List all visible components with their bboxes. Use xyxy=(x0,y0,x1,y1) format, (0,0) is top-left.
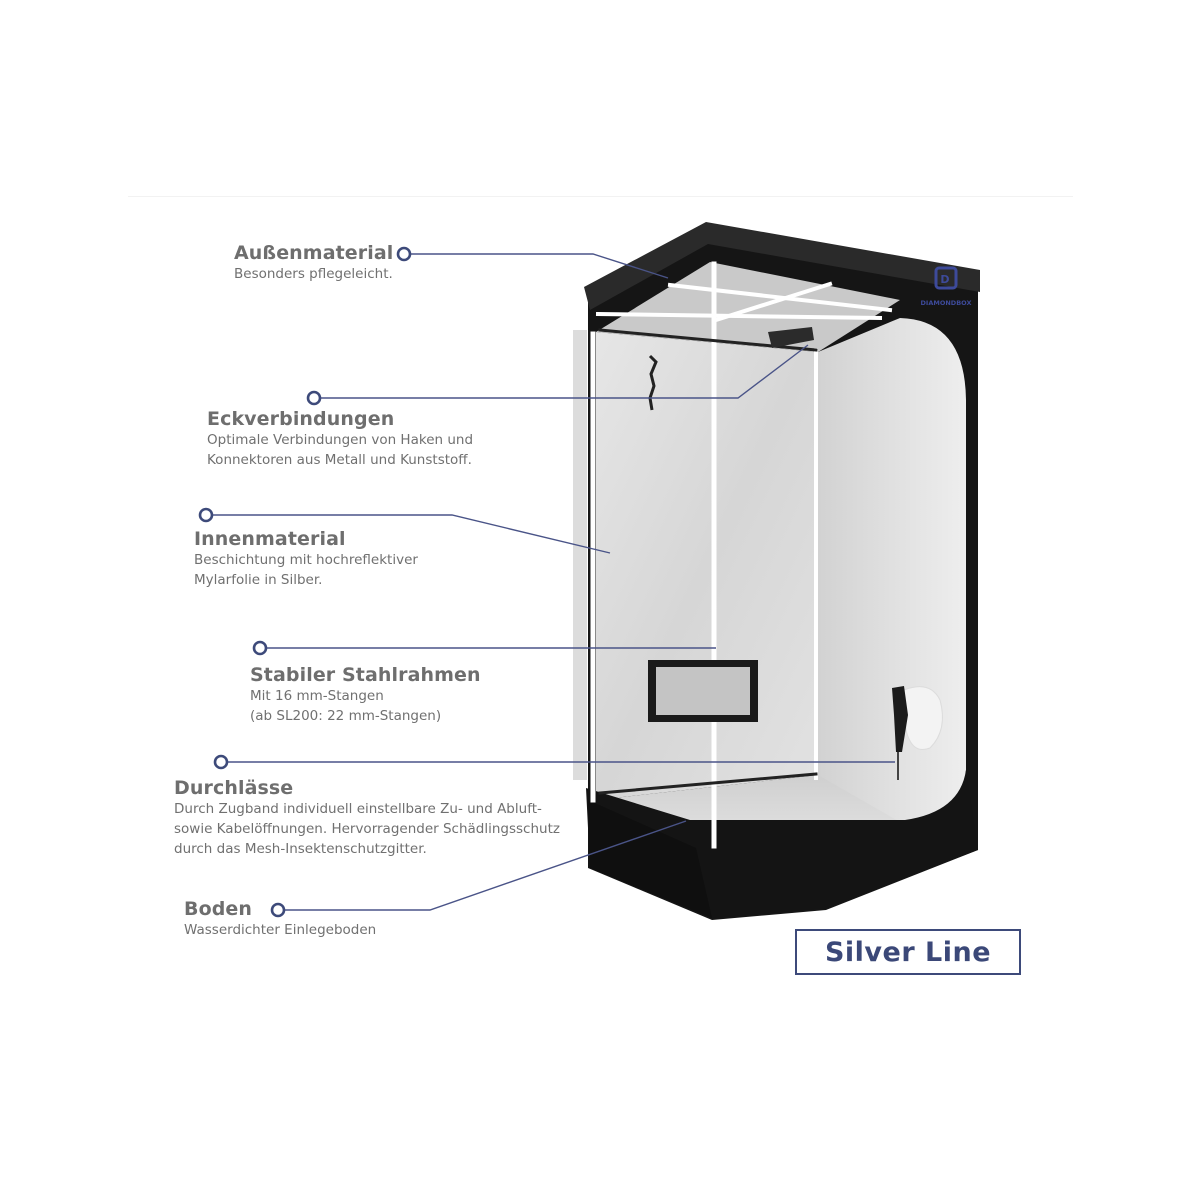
feature-desc: (ab SL200: 22 mm-Stangen) xyxy=(250,708,442,724)
feature-desc: Mylarfolie in Silber. xyxy=(194,572,323,588)
feature-desc: Beschichtung mit hochreflektiver xyxy=(194,552,418,568)
feature-desc: sowie Kabelöffnungen. Hervorragender Sch… xyxy=(174,821,560,837)
svg-text:D: D xyxy=(940,273,949,286)
callout-markers xyxy=(198,246,412,918)
product-line-badge: Silver Line xyxy=(795,929,1021,975)
feature-desc: Besonders pflegeleicht. xyxy=(234,266,393,282)
feature-stahlrahmen: Stabiler Stahlrahmen Mit 16 mm-Stangen (… xyxy=(250,664,481,726)
badge-label: Silver Line xyxy=(824,936,992,968)
brand-logo: D DIAMONDBOX xyxy=(921,266,972,307)
steel-frame xyxy=(590,261,893,849)
vent-window xyxy=(648,660,758,722)
feature-title: Boden xyxy=(184,898,253,920)
tent-left-side xyxy=(573,330,587,780)
tent-inner-wall xyxy=(596,262,966,848)
divider xyxy=(128,196,1073,197)
feature-eckverbindungen: Eckverbindungen Optimale Verbindungen vo… xyxy=(207,408,473,470)
hanger-hook-left xyxy=(648,354,658,411)
feature-boden: Boden Wasserdichter Einlegeboden xyxy=(184,898,376,940)
feature-desc: Mit 16 mm-Stangen xyxy=(250,688,384,704)
ceiling-fan-mount xyxy=(768,327,814,348)
feature-title: Stabiler Stahlrahmen xyxy=(250,664,481,686)
svg-text:DIAMONDBOX: DIAMONDBOX xyxy=(921,299,972,307)
tent-base xyxy=(586,770,978,918)
feature-title: Außenmaterial xyxy=(234,242,394,264)
feature-desc: Durch Zugband individuell einstellbare Z… xyxy=(174,801,542,817)
duct-port-right xyxy=(892,686,943,780)
feature-durchlaesse: Durchlässe Durch Zugband individuell ein… xyxy=(174,777,560,859)
feature-title: Innenmaterial xyxy=(194,528,346,550)
feature-desc: Konnektoren aus Metall und Kunststoff. xyxy=(207,452,472,468)
feature-desc: durch das Mesh-Insektenschutzgitter. xyxy=(174,841,427,857)
feature-title: Eckverbindungen xyxy=(207,408,395,430)
feature-aussenmaterial: Außenmaterial Besonders pflegeleicht. xyxy=(234,242,393,284)
feature-title: Durchlässe xyxy=(174,777,294,799)
feature-desc: Optimale Verbindungen von Haken und xyxy=(207,432,474,448)
feature-desc: Wasserdichter Einlegeboden xyxy=(184,922,377,938)
callout-lines xyxy=(212,253,895,911)
feature-innenmaterial: Innenmaterial Beschichtung mit hochrefle… xyxy=(194,528,418,590)
